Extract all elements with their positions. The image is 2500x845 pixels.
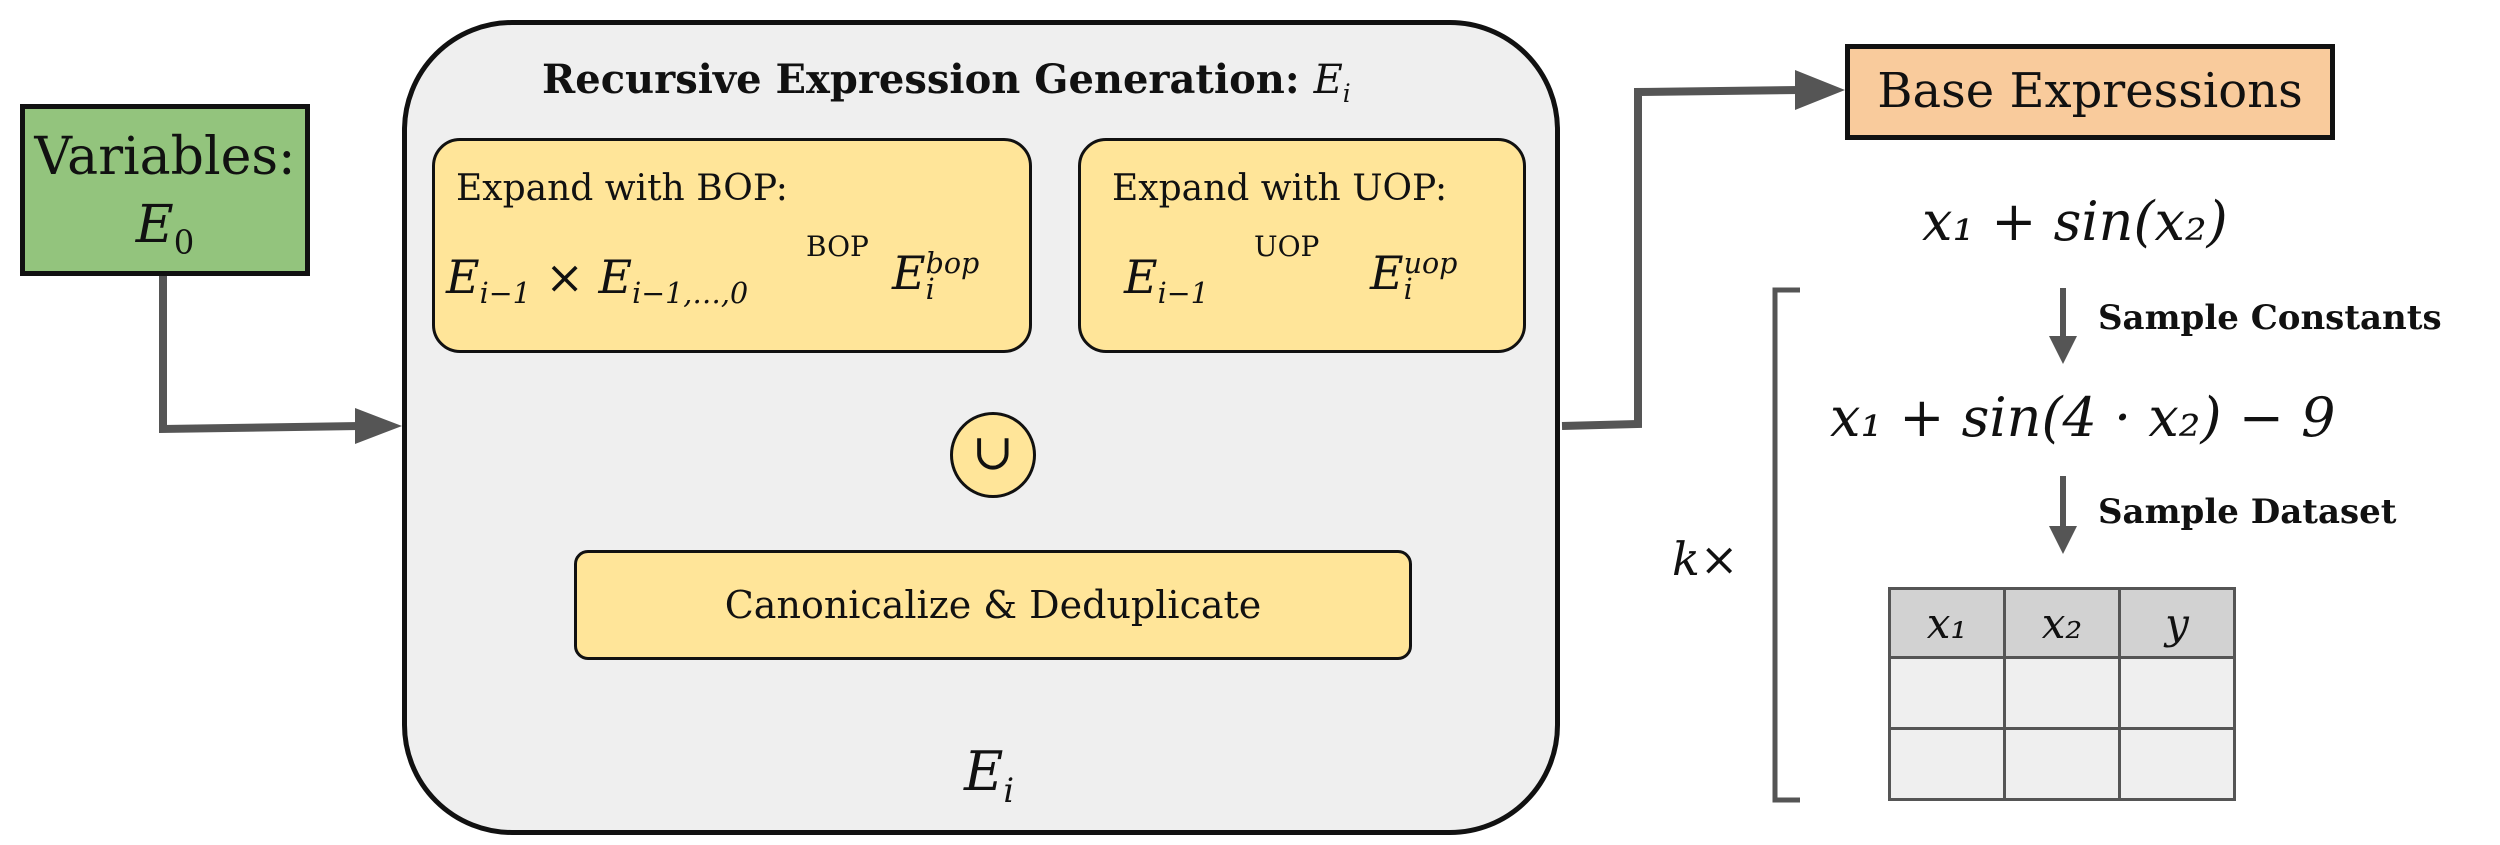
uop-op-label: UOP [1254,230,1320,263]
bop-heading: Expand with BOP: [456,168,788,209]
arrow-icon [2049,336,2077,364]
table-cell [1888,727,2006,801]
table-row [1888,656,2236,730]
table-cell [2118,727,2236,801]
sample-dataset-label: Sample Dataset [2098,492,2397,532]
uop-lhs: Ei−1 [1124,250,1209,311]
variables-node: Variables: E0 [20,104,310,276]
table-cell [2118,656,2236,730]
union-icon: ∪ [972,423,1014,481]
dataset-table: x₁ x₂ y [1888,587,2236,801]
table-header-x1: x₁ [1888,587,2006,659]
variables-label: Variables: [34,127,296,187]
arrow-icon [1795,70,1845,110]
variables-symbol: E0 [135,195,195,262]
uop-heading: Expand with UOP: [1112,168,1448,209]
bop-lhs: Ei−1 × Ei−1,…,0 [446,250,749,311]
repeat-label: k× [1672,532,1739,586]
uop-expand-node [1078,138,1526,353]
canonicalize-label: Canonicalize & Deduplicate [724,583,1262,627]
union-node: ∪ [950,412,1036,498]
table-header-row: x₁ x₂ y [1888,587,2236,659]
output-symbol: Ei [964,740,1015,810]
table-cell [1888,656,2006,730]
bop-expand-node [432,138,1032,353]
block-title: Recursive Expression Generation: Ei [542,56,1351,108]
arrow-icon [355,408,402,444]
sample-constants-label: Sample Constants [2098,298,2442,338]
canonicalize-node: Canonicalize & Deduplicate [574,550,1412,660]
table-header-x2: x₂ [2003,587,2121,659]
arrow-generation-to-base [1561,86,1801,430]
arrow-icon [2049,526,2077,554]
base-expression-example: x₁ + sin(x₂) [1922,190,2228,253]
bop-op-label: BOP [806,230,869,263]
arrow-variables-to-generation [159,276,361,434]
table-header-y: y [2118,587,2236,659]
table-cell [2003,656,2121,730]
constants-expression-example: x₁ + sin(4 · x₂) − 9 [1830,386,2336,449]
table-row [1888,727,2236,801]
base-expressions-node: Base Expressions [1845,44,2335,140]
base-expressions-label: Base Expressions [1877,63,2303,119]
repeat-bracket [1772,287,1800,803]
table-cell [2003,727,2121,801]
